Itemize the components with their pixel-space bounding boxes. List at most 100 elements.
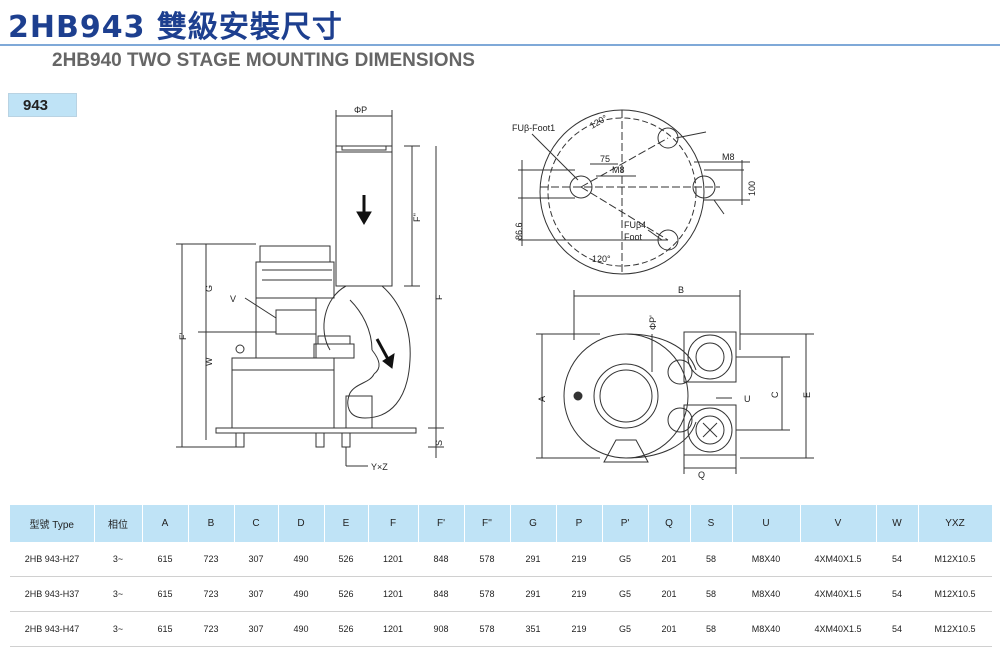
label-angle-bottom: 120° <box>592 254 611 264</box>
front-view <box>536 290 814 474</box>
label-yz: Y×Z <box>371 462 388 472</box>
table-cell: 848 <box>418 576 464 612</box>
header-yxz: YXZ <box>918 505 993 542</box>
label-q: Q <box>698 470 705 480</box>
table-cell: 2HB 943-H27 <box>10 542 94 577</box>
label-phi-p: ΦP <box>354 105 367 115</box>
table-cell: 307 <box>234 576 278 612</box>
table-cell: 526 <box>324 611 368 647</box>
table-cell: 3~ <box>94 576 142 612</box>
header-p: P <box>556 505 603 542</box>
table-cell: M12X10.5 <box>918 576 992 612</box>
table-cell: 615 <box>142 542 188 577</box>
header-a: A <box>142 505 189 542</box>
header-d: D <box>278 505 325 542</box>
label-angle-top: 120° <box>588 113 609 131</box>
table-cell: M8X40 <box>732 611 800 647</box>
table-cell: 2HB 943-H47 <box>10 611 94 647</box>
table-cell: M8X40 <box>732 542 800 577</box>
table-cell: 578 <box>464 542 510 577</box>
table-cell: 723 <box>188 576 234 612</box>
table-cell: 201 <box>648 611 690 647</box>
header-type: 型號 Type <box>10 505 95 542</box>
table-cell: 578 <box>464 611 510 647</box>
header-phase: 相位 <box>94 505 143 542</box>
label-m8-right: M8 <box>722 152 735 162</box>
page-title: 2HB943 雙級安裝尺寸 <box>8 10 343 45</box>
table-cell: M8X40 <box>732 576 800 612</box>
table-cell: 219 <box>556 576 602 612</box>
header-f: F <box>368 505 419 542</box>
header-g: G <box>510 505 557 542</box>
table-cell: G5 <box>602 576 648 612</box>
label-w: W <box>204 357 214 366</box>
table-cell: 1201 <box>368 576 418 612</box>
table-cell: 351 <box>510 611 556 647</box>
table-cell: 201 <box>648 542 690 577</box>
table-cell: 490 <box>278 542 324 577</box>
table-cell: 723 <box>188 611 234 647</box>
label-foot4: FUβ4 <box>624 220 646 230</box>
table-cell: 615 <box>142 576 188 612</box>
label-m8-left: M8 <box>612 165 625 175</box>
label-100: 100 <box>747 181 757 196</box>
label-b: B <box>678 285 684 295</box>
model-tag: 943 <box>8 93 77 117</box>
table-cell: 578 <box>464 576 510 612</box>
label-g: G <box>204 285 214 292</box>
header-c: C <box>234 505 279 542</box>
table-cell: 1201 <box>368 542 418 577</box>
dimensions-table: 型號 Type 相位 A B C D E F F' F'' G P P' Q S… <box>10 505 993 647</box>
table-cell: 219 <box>556 611 602 647</box>
label-a: A <box>537 396 547 402</box>
table-cell: G5 <box>602 542 648 577</box>
label-u: U <box>744 394 751 404</box>
label-86-6: 86.6 <box>514 222 524 240</box>
mounting-drawing: ΦP F'' G V F' W F S Y×Z FUβ-Foot1 120° 7… <box>176 105 814 480</box>
table-cell: 54 <box>876 542 918 577</box>
table-cell: 3~ <box>94 542 142 577</box>
table-cell: 307 <box>234 542 278 577</box>
table-cell: 219 <box>556 542 602 577</box>
header-f-double: F'' <box>464 505 511 542</box>
table-cell: 2HB 943-H37 <box>10 576 94 612</box>
table-cell: 54 <box>876 611 918 647</box>
header-q: Q <box>648 505 691 542</box>
table-cell: 54 <box>876 576 918 612</box>
table-cell: 1201 <box>368 611 418 647</box>
header-e: E <box>324 505 369 542</box>
drawing-labels: ΦP F'' G V F' W F S Y×Z FUβ-Foot1 120° 7… <box>178 105 812 480</box>
table-row: 2HB 943-H27 3~ 615 723 307 490 526 1201 … <box>10 542 992 577</box>
label-foot1: FUβ-Foot1 <box>512 123 555 133</box>
table-cell: 201 <box>648 576 690 612</box>
table-cell: 4XM40X1.5 <box>800 611 876 647</box>
table-row: 2HB 943-H37 3~ 615 723 307 490 526 1201 … <box>10 576 992 612</box>
header-p-prime: P' <box>602 505 649 542</box>
label-v: V <box>230 294 236 304</box>
label-f-prime: F' <box>178 333 188 340</box>
label-e: E <box>802 392 812 398</box>
page-subtitle: 2HB940 TWO STAGE MOUNTING DIMENSIONS <box>52 50 475 71</box>
label-s: S <box>434 440 444 446</box>
table-cell: G5 <box>602 611 648 647</box>
table-cell: 490 <box>278 611 324 647</box>
table-cell: 58 <box>690 542 732 577</box>
table-header-row: 型號 Type 相位 A B C D E F F' F'' G P P' Q S… <box>10 505 993 542</box>
table-cell: 58 <box>690 611 732 647</box>
table-cell: 307 <box>234 611 278 647</box>
table-cell: M12X10.5 <box>918 611 992 647</box>
header-s: S <box>690 505 733 542</box>
title-divider <box>0 44 1000 46</box>
side-view <box>176 110 444 467</box>
table-cell: 908 <box>418 611 464 647</box>
header-f-prime: F' <box>418 505 465 542</box>
table-cell: 291 <box>510 576 556 612</box>
header-w: W <box>876 505 919 542</box>
header-u: U <box>732 505 801 542</box>
label-75: 75 <box>600 154 610 164</box>
table-cell: M12X10.5 <box>918 542 992 577</box>
table-cell: 490 <box>278 576 324 612</box>
table-cell: 291 <box>510 542 556 577</box>
table-cell: 58 <box>690 576 732 612</box>
header-v: V <box>800 505 877 542</box>
